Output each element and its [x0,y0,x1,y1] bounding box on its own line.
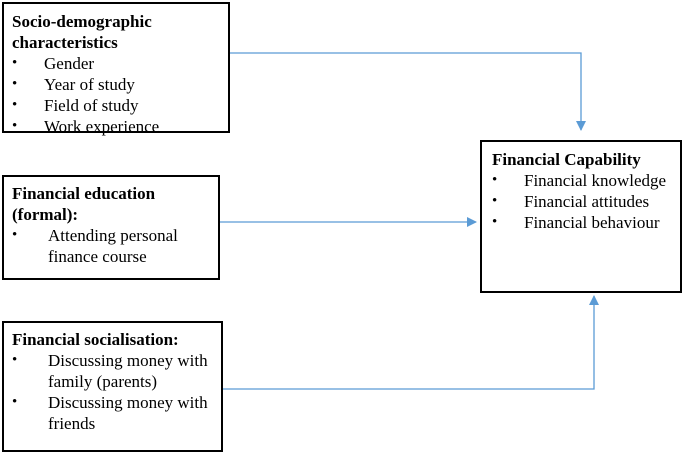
financial-socialisation-title: Financial socialisation: [12,330,179,349]
socio-demographic-title: Socio-demographic characteristics [12,12,152,52]
list-item: Field of study [12,95,220,116]
list-item: Attending personal finance course [12,225,210,267]
arrow-socio-to-capability [230,52,586,131]
financial-socialisation-box: Financial socialisation: Discussing mone… [2,321,223,452]
socio-demographic-box: Socio-demographic characteristics Gender… [2,2,230,137]
financial-capability-title: Financial Capability [492,150,641,169]
financial-education-title: Financial education (formal): [12,184,156,224]
list-item: Gender [12,53,220,74]
financial-education-list: Attending personal finance course [12,225,210,267]
list-item: Discussing money with family (parents) [12,350,213,392]
financial-capability-box: Financial Capability Financial knowledge… [480,140,682,293]
arrow-socialisation-to-capability [223,295,599,390]
financial-education-box: Financial education (formal): Attending … [2,175,220,280]
financial-socialisation-list: Discussing money with family (parents) D… [12,350,213,434]
financial-capability-list: Financial knowledge Financial attitudes … [492,170,670,233]
list-item: Year of study [12,74,220,95]
list-item: Work experience [12,116,220,137]
list-item: Financial behaviour [492,212,670,233]
list-item: Financial attitudes [492,191,670,212]
list-item: Financial knowledge [492,170,670,191]
list-item: Discussing money with friends [12,392,213,434]
socio-demographic-list: Gender Year of study Field of study Work… [12,53,220,137]
